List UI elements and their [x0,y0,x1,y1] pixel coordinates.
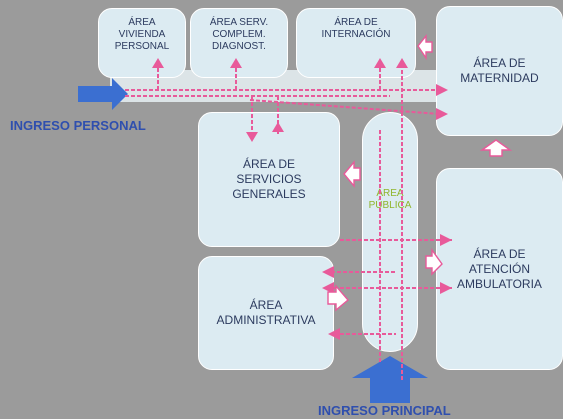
ingreso-personal-label: INGRESO PERSONAL [10,118,146,133]
zone-publica-label: ÁREA PÚBLICA [368,188,412,211]
arrowhead-maternidad-2 [436,108,448,120]
arrowhead-intern-1 [374,58,386,68]
arrowhead-vivienda [152,58,164,68]
arrowhead-admin-2 [322,282,334,294]
zone-publica [362,112,418,352]
arrowhead-sg-2 [272,122,284,132]
outline-arrow-maternidad [479,139,513,157]
zone-servicios-generales: ÁREA DE SERVICIOS GENERALES [198,112,340,247]
arrowhead-maternidad-1 [436,84,448,96]
ingreso-principal-arrow [352,356,428,403]
outline-arrow-amb [425,247,443,276]
outline-arrow-internacion [417,34,433,61]
arrowhead-admin-1 [322,266,334,278]
route-main-3 [249,99,441,115]
arrowhead-intern-2 [396,58,408,68]
arrowhead-amb [440,234,452,246]
arrowhead-admin-4 [328,328,340,340]
arrowhead-sg-1 [246,132,258,142]
arrowhead-serv [230,58,242,68]
zone-vivienda-personal: ÁREA VIVIENDA PERSONAL [98,8,186,78]
outline-arrow-sg [343,160,361,188]
ingreso-personal-arrow [78,78,128,110]
zone-internacion: ÁREA DE INTERNACIÓN [296,8,416,78]
zone-atencion-ambulatoria: ÁREA DE ATENCIÓN AMBULATORIA [436,168,563,370]
outline-arrow-admin [327,284,349,312]
arrowhead-admin-3 [440,282,452,294]
ingreso-principal-label: INGRESO PRINCIPAL [318,403,451,418]
zone-administrativa: ÁREA ADMINISTRATIVA [198,256,334,370]
